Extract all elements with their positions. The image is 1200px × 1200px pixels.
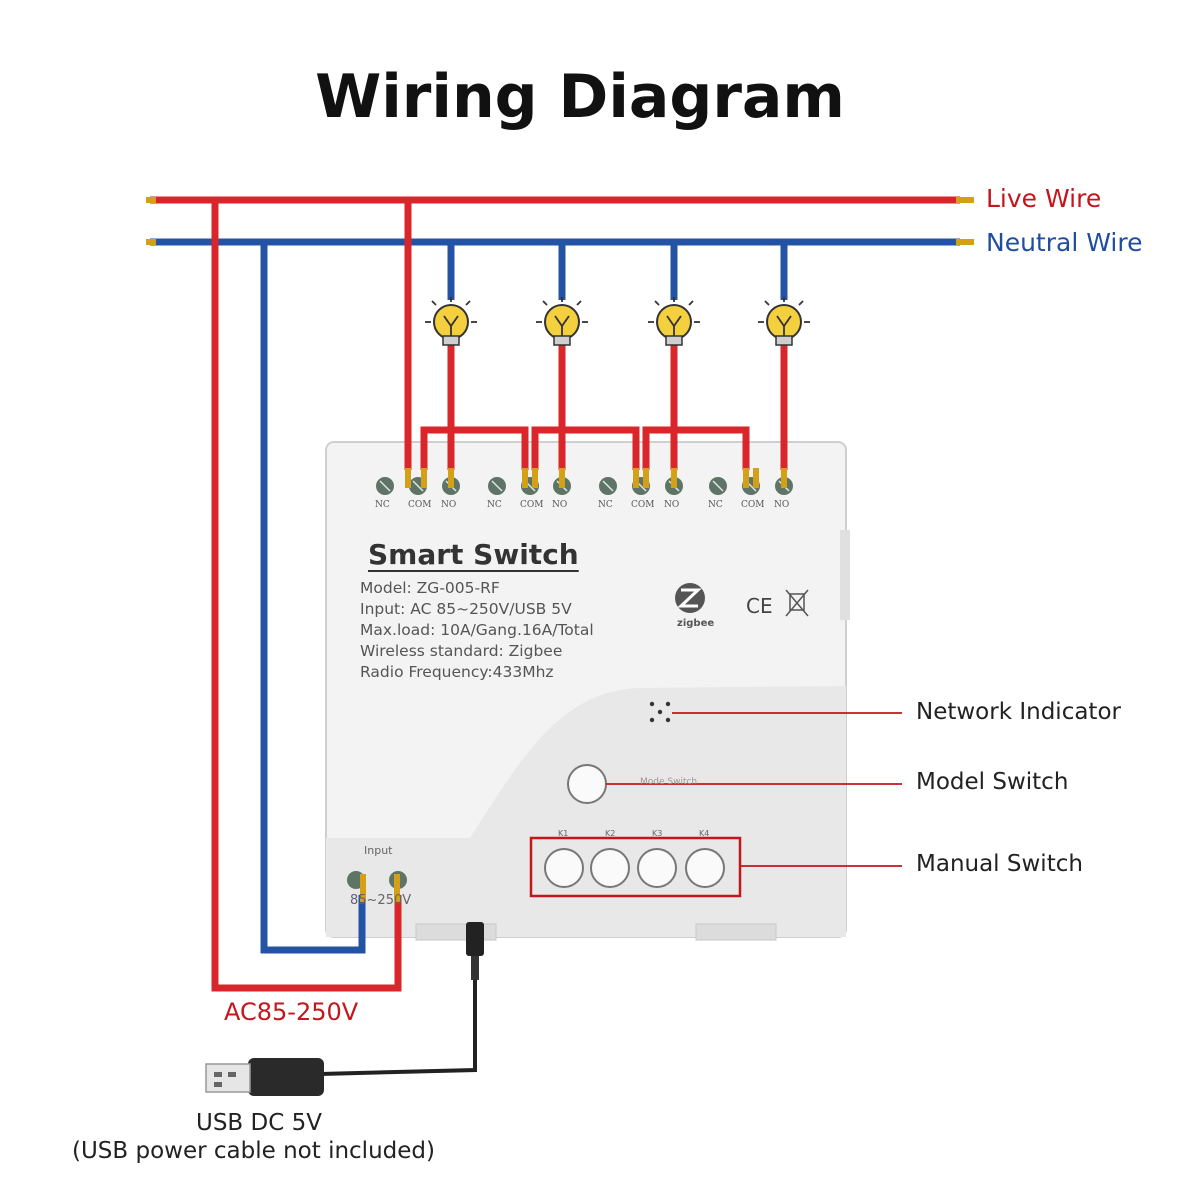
manual-button-k1[interactable] bbox=[544, 848, 584, 888]
terminal-label: NC bbox=[708, 500, 723, 510]
network-indicator-led bbox=[649, 701, 671, 723]
relay-wiring bbox=[404, 200, 788, 488]
model-switch-label: Model Switch bbox=[916, 769, 1069, 795]
spec-wireless: Wireless standard: Zigbee bbox=[360, 642, 563, 660]
terminal-label: NO bbox=[552, 500, 568, 510]
input-terminals bbox=[347, 871, 407, 902]
input-voltage-label: 85~250V bbox=[350, 893, 412, 908]
ce-mark: CE bbox=[746, 594, 773, 618]
weee-bin-icon bbox=[785, 589, 809, 617]
page-title: Wiring Diagram bbox=[315, 62, 845, 132]
device-name: Smart Switch bbox=[368, 538, 579, 571]
manual-button-k2[interactable] bbox=[590, 848, 630, 888]
light-bulb-icon-2 bbox=[536, 297, 588, 346]
mode-switch-label: Mode Switch bbox=[640, 777, 698, 787]
button-label-k4: K4 bbox=[699, 829, 710, 838]
light-bulb-icon-4 bbox=[758, 297, 810, 346]
terminal-label: NC bbox=[375, 500, 390, 510]
terminal-label: NC bbox=[598, 500, 613, 510]
zigbee-text: zigbee bbox=[677, 618, 715, 629]
ac-voltage-label: AC85-250V bbox=[224, 998, 359, 1026]
terminal-label: COM bbox=[631, 500, 655, 510]
spec-model: Model: ZG-005-RF bbox=[360, 579, 500, 597]
usb-a-plug bbox=[248, 1058, 324, 1096]
usb-c-plug bbox=[466, 922, 484, 956]
spec-input: Input: AC 85~250V/USB 5V bbox=[360, 600, 572, 618]
neutral-wire-label: Neutral Wire bbox=[986, 228, 1143, 257]
zigbee-logo bbox=[675, 583, 705, 613]
live-wire-label: Live Wire bbox=[986, 184, 1102, 213]
terminal-label: COM bbox=[408, 500, 432, 510]
mode-switch-button[interactable] bbox=[567, 764, 607, 804]
terminal-label: NO bbox=[664, 500, 680, 510]
ac-power-wires bbox=[211, 200, 402, 992]
input-label: Input bbox=[364, 844, 393, 857]
button-label-k3: K3 bbox=[652, 829, 663, 838]
usb-cable bbox=[205, 922, 484, 1096]
terminal-label: NC bbox=[487, 500, 502, 510]
light-bulb-icon-1 bbox=[425, 297, 477, 346]
manual-switch-label: Manual Switch bbox=[916, 851, 1083, 877]
spec-radio: Radio Frequency:433Mhz bbox=[360, 663, 554, 681]
usb-cable-note: (USB power cable not included) bbox=[72, 1138, 435, 1164]
manual-button-k4[interactable] bbox=[685, 848, 725, 888]
terminal-label: NO bbox=[774, 500, 790, 510]
button-label-k2: K2 bbox=[605, 829, 616, 838]
terminal-label: NO bbox=[441, 500, 457, 510]
callout-lines bbox=[606, 712, 902, 867]
live-bus-wire bbox=[146, 196, 974, 204]
light-bulb-icon-3 bbox=[648, 297, 700, 346]
button-label-k1: K1 bbox=[558, 829, 569, 838]
terminal-label: COM bbox=[741, 500, 765, 510]
terminal-label: COM bbox=[520, 500, 544, 510]
spec-max-load: Max.load: 10A/Gang.16A/Total bbox=[360, 621, 594, 639]
network-indicator-label: Network Indicator bbox=[916, 699, 1121, 725]
manual-switch-box bbox=[529, 836, 742, 898]
neutral-bus-wire bbox=[146, 238, 974, 246]
light-bulbs bbox=[425, 297, 810, 346]
usb-power-label: USB DC 5V bbox=[196, 1110, 322, 1136]
manual-button-k3[interactable] bbox=[637, 848, 677, 888]
